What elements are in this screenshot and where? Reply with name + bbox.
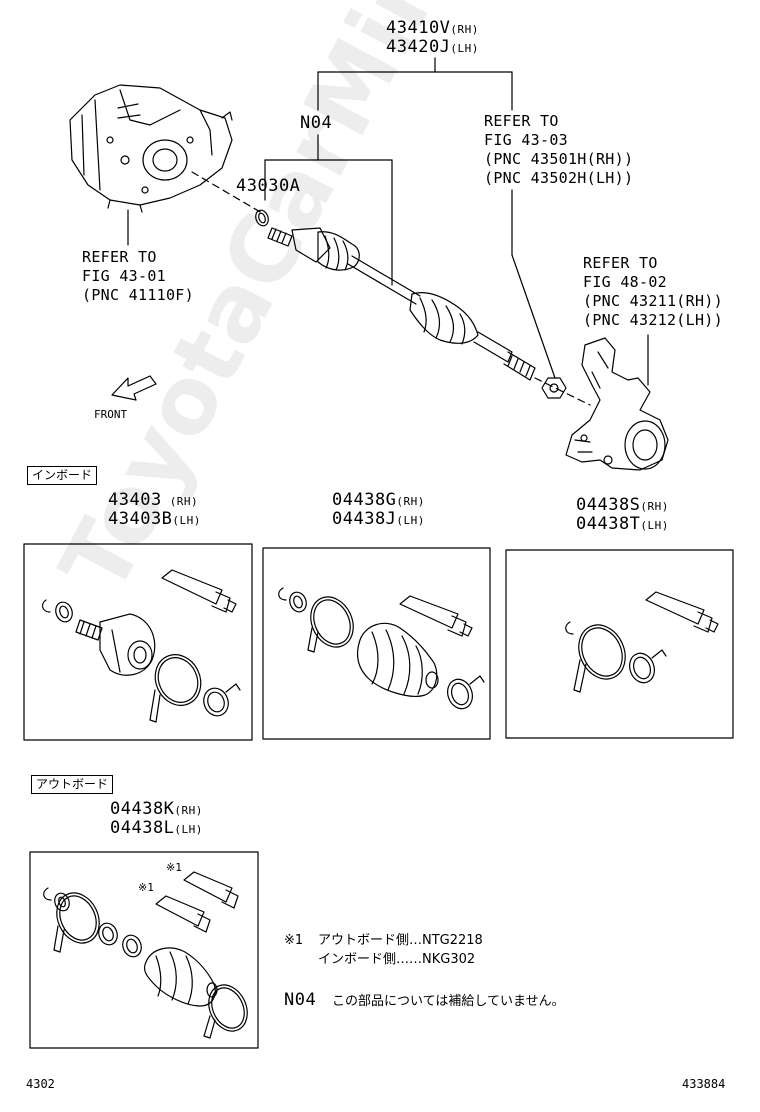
kit2-rh-suffix: (RH) <box>396 495 425 508</box>
leader-lines <box>127 57 649 386</box>
kit1-lh-suffix: (LH) <box>172 514 201 527</box>
kit2-parts <box>278 587 485 710</box>
kit1-pnc-lh-code: 43403B <box>108 509 173 529</box>
assembly-lh-suffix: (LH) <box>450 42 479 55</box>
kit2-pnc-lh-code: 04438J <box>332 509 397 529</box>
refer-4802-line1: REFER TO <box>583 254 658 272</box>
refer-4303-line4: (PNC 43502H(LH)) <box>484 169 634 187</box>
kit3-pnc-rh-code: 04438S <box>576 495 641 515</box>
kit2-pnc-lh: 04438J(LH) <box>332 511 425 528</box>
axis-dash-left <box>191 171 263 214</box>
note-mark: ※1 <box>284 933 304 948</box>
refer-4301-line1: REFER TO <box>82 248 157 266</box>
kit1-pnc-lh: 43403B(LH) <box>108 511 201 528</box>
outboard-pnc-lh-code: 04438L <box>110 818 175 838</box>
kit2-lh-suffix: (LH) <box>396 514 425 527</box>
kit3-lh-suffix: (LH) <box>640 519 669 532</box>
outboard-pnc-rh: 04438K(RH) <box>110 801 203 818</box>
outboard-kit-parts <box>43 871 248 1039</box>
grease-mark-upper: ※1 <box>166 861 182 874</box>
axis-dash-right <box>534 377 591 406</box>
outboard-pnc-lh: 04438L(LH) <box>110 820 203 837</box>
note-n04-code: N04 <box>284 990 317 1010</box>
note-line1: アウトボード側…NTG2218 <box>318 933 483 948</box>
n04-label: N04 <box>300 113 333 133</box>
outboard-pnc-rh-code: 04438K <box>110 799 175 819</box>
kit3-pnc-lh: 04438T(LH) <box>576 516 669 533</box>
hub-nut <box>541 377 567 399</box>
note-n04-text: この部品については補給していません。 <box>332 994 565 1009</box>
refer-4301-line3: (PNC 41110F) <box>82 286 194 304</box>
note-line2: インボード側……NKG302 <box>318 952 476 967</box>
refer-4303-line1: REFER TO <box>484 112 559 130</box>
outboard-lh-suffix: (LH) <box>174 823 203 836</box>
drive-shaft <box>267 227 536 381</box>
kit1-pnc-rh-code: 43403 <box>108 490 162 510</box>
front-label: FRONT <box>94 408 128 421</box>
refer-4802-line2: FIG 48-02 <box>583 273 667 291</box>
front-arrow-icon <box>111 375 157 401</box>
assembly-rh-suffix: (RH) <box>450 23 479 36</box>
footer-right-code: 433884 <box>682 1077 726 1091</box>
footer-left-code: 4302 <box>26 1077 55 1091</box>
kit1-parts <box>41 569 241 723</box>
outboard-rh-suffix: (RH) <box>174 804 203 817</box>
outboard-tag: アウトボード <box>31 775 114 795</box>
kit3-pnc-lh-code: 04438T <box>576 514 641 534</box>
transmission-housing <box>69 84 233 213</box>
refer-4303-line2: FIG 43-03 <box>484 131 568 149</box>
inboard-kit3-box <box>505 549 734 739</box>
assembly-pnc-rh-code: 43410V <box>386 18 451 38</box>
refer-4301-line2: FIG 43-01 <box>82 267 166 285</box>
assembly-pnc-rh: 43410V(RH) <box>386 20 479 37</box>
refer-4802-line4: (PNC 43212(LH)) <box>583 311 723 329</box>
kit3-pnc-rh: 04438S(RH) <box>576 497 669 514</box>
assembly-pnc-lh: 43420J(LH) <box>386 39 479 56</box>
kit3-parts <box>565 591 719 693</box>
kit1-rh-suffix: (RH) <box>169 495 199 508</box>
assembly-pnc-lh-code: 43420J <box>386 37 451 57</box>
kit3-rh-suffix: (RH) <box>640 500 669 513</box>
kit2-pnc-rh: 04438G(RH) <box>332 492 425 509</box>
refer-4303-line3: (PNC 43501H(RH)) <box>484 150 634 168</box>
inboard-kit1-box <box>23 543 253 741</box>
inboard-tag: インボード <box>27 466 98 486</box>
grease-mark-lower: ※1 <box>138 881 154 894</box>
steering-knuckle <box>565 337 669 471</box>
inboard-kit2-box <box>262 547 491 740</box>
snap-ring-43030a <box>255 209 269 227</box>
kit1-pnc-rh: 43403 (RH) <box>108 492 198 509</box>
refer-4802-line3: (PNC 43211(RH)) <box>583 292 723 310</box>
part-43030a-label: 43030A <box>236 176 301 196</box>
outboard-kit-box <box>29 851 259 1049</box>
kit2-pnc-rh-code: 04438G <box>332 490 397 510</box>
